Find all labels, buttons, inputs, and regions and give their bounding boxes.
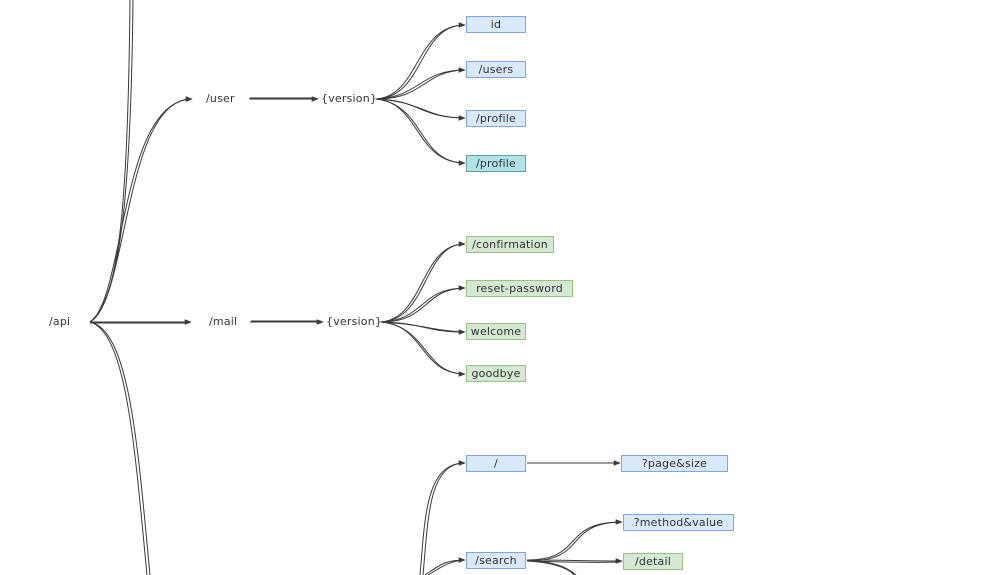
node-mail-reset-password: reset-password (466, 280, 573, 297)
node-root-path: / (466, 455, 526, 472)
node-user-id: id (466, 16, 526, 33)
node-user: /user (206, 92, 235, 105)
node-mail-confirmation: /confirmation (466, 236, 554, 253)
node-mail: /mail (209, 315, 238, 328)
edge-mail-version-to-goodbye (380, 321, 466, 377)
node-detail: /detail (623, 553, 683, 570)
node-user-users: /users (466, 61, 526, 78)
edge-search-to-detail (526, 558, 623, 564)
edge-search-to-methodvalue (526, 519, 623, 561)
node-mail-goodbye: goodbye (466, 365, 526, 382)
node-api: /api (49, 315, 71, 328)
edge-mail-version-to-reset (380, 285, 466, 323)
edge-lower-to-root (419, 460, 466, 575)
node-mail-version: {version} (326, 315, 383, 328)
node-mail-welcome: welcome (466, 323, 526, 340)
node-search: /search (466, 552, 526, 569)
edge-search-to-offscreen (526, 559, 577, 575)
node-user-version: {version} (321, 92, 378, 105)
edge-mail-version-to-confirmation (380, 241, 466, 323)
node-user-profile-1: /profile (466, 110, 526, 127)
node-page-size: ?page&size (621, 455, 728, 472)
node-user-profile-2: /profile (466, 155, 526, 172)
edge-api-to-bottom (89, 321, 151, 575)
node-method-value: ?method&value (623, 514, 734, 531)
edge-user-version-to-users (375, 67, 466, 100)
edge-api-to-user (89, 96, 193, 323)
edge-api-to-top (89, 0, 131, 323)
